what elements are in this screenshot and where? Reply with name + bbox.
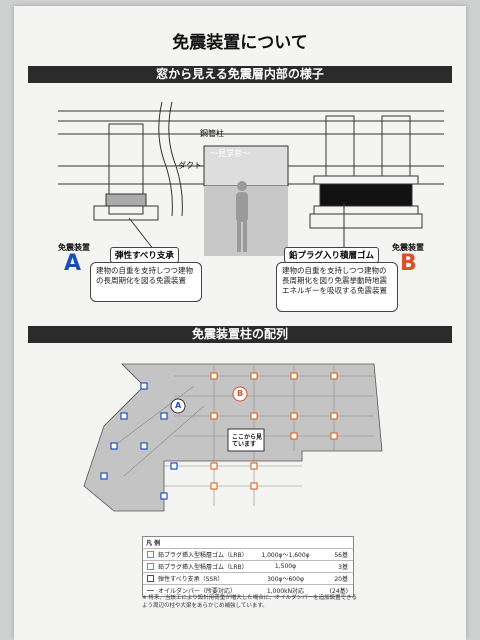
floor-plan [83, 363, 383, 512]
device-a-heading: 弾性すべり支承 [110, 247, 179, 263]
footnote: ※ 将来、当該工により設計用荷重が増大した場合に、オイルダンパーを追加設置できる… [142, 595, 357, 609]
device-b-heading: 鉛プラグ入り積層ゴム [284, 247, 380, 263]
ssr-swatch [147, 575, 154, 582]
legend-count: 20基 [334, 576, 348, 583]
device-b-letter: B [400, 251, 417, 276]
window-label: ～見学窓～ [210, 149, 250, 158]
device-a-tag: 免震装置 [58, 243, 90, 252]
ssr-markers [100, 382, 178, 500]
illustration [58, 101, 444, 512]
here-label: ここから見ています [232, 434, 263, 448]
lrb-markers [210, 372, 338, 490]
device-a-description: 建物の自重を支持しつつ建物の長周期化を図る免震装置 [90, 262, 202, 302]
damper-swatch [147, 590, 154, 591]
page-title: 免震装置について [172, 33, 308, 53]
legend-name: 弾性すべり支承（SSR） [158, 576, 224, 583]
legend-name: 鉛プラグ挿入型積層ゴム（LRB） [158, 564, 248, 571]
section-heading-layout: 免震装置柱の配列 [28, 326, 452, 343]
device-b-tag: 免震装置 [392, 243, 424, 252]
device-b-description: 建物の自重を支持しつつ建物の長周期化を図り免震挙動時地震エネルギーを吸収する免震… [276, 262, 398, 312]
legend-size: 300φ～600φ [267, 576, 304, 583]
duct-label: ダクト [178, 161, 202, 170]
device-a-letter: A [64, 251, 82, 276]
legend-count: 3基 [338, 564, 348, 571]
lrb-large-swatch [147, 563, 154, 570]
plan-marker-a: A [175, 401, 182, 410]
person-silhouette [236, 181, 248, 252]
legend-size: 1,000φ～1,600φ [261, 552, 310, 559]
plan-marker-b: B [237, 389, 244, 398]
lrb-swatch [147, 551, 154, 558]
legend-size: 1,000kN対応 [266, 588, 305, 595]
legend-row: 弾性すべり支承（SSR） 300φ～600φ 20基 [143, 572, 353, 584]
legend-count: (24基) [329, 588, 348, 595]
legend-row: 鉛プラグ挿入型積層ゴム（LRB） 1,500φ 3基 [143, 560, 353, 572]
legend-row: オイルダンパー（所要対応） 1,000kN対応 (24基) [143, 584, 353, 596]
pipe-label: 鋼管柱 [200, 129, 224, 138]
legend-count: 56基 [334, 552, 348, 559]
legend: 凡 例 鉛プラグ挿入型積層ゴム（LRB） 1,000φ～1,600φ 56基 鉛… [142, 536, 354, 597]
section-heading-interior: 窓から見える免震層内部の様子 [28, 66, 452, 83]
legend-heading: 凡 例 [146, 540, 161, 547]
legend-name: 鉛プラグ挿入型積層ゴム（LRB） [158, 552, 248, 559]
legend-size: 1,500φ [274, 563, 297, 570]
info-board: 免震装置について 窓から見える免震層内部の様子 免震装置柱の配列 [14, 6, 466, 640]
legend-name: オイルダンパー（所要対応） [158, 588, 237, 595]
legend-row: 鉛プラグ挿入型積層ゴム（LRB） 1,000φ～1,600φ 56基 [143, 548, 353, 560]
